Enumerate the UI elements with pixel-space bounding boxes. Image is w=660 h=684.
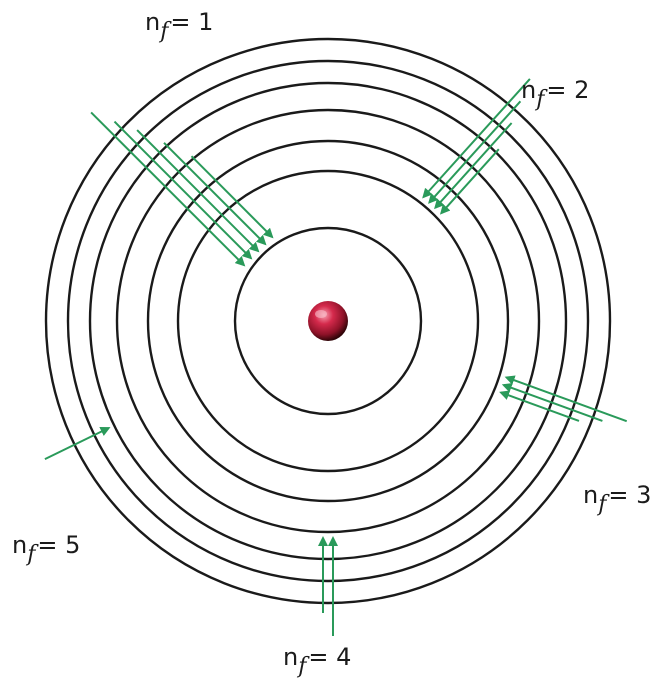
transition-arrow-to-n2-2 xyxy=(429,101,520,202)
nucleus xyxy=(308,301,348,341)
transition-arrow-to-n3-3 xyxy=(501,393,579,421)
label-nf-3: nf= 3 xyxy=(583,481,651,517)
transition-arrow-to-n1-3 xyxy=(137,130,258,251)
label-nf-2: nf= 2 xyxy=(521,76,589,112)
transition-arrows xyxy=(45,79,627,636)
transition-arrow-to-n3-2 xyxy=(504,385,603,421)
transition-arrow-to-n2-4 xyxy=(441,149,499,213)
transition-arrow-to-n2-3 xyxy=(435,123,511,208)
label-nf-1: nf= 1 xyxy=(145,8,213,44)
label-nf-4: nf= 4 xyxy=(283,643,351,679)
label-nf-5: nf= 5 xyxy=(12,531,80,567)
